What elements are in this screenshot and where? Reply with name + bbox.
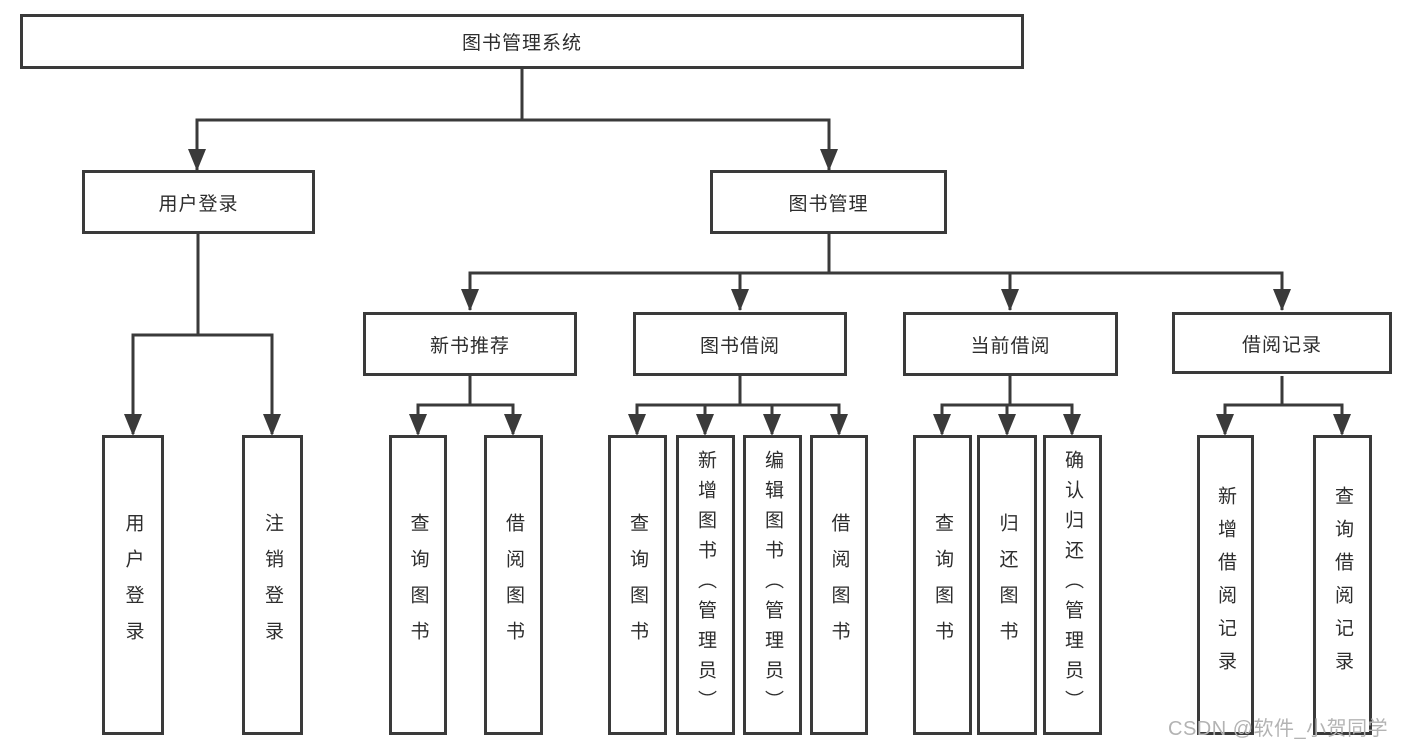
- leaf-newbook-borrow-books: 借阅图书: [484, 435, 543, 735]
- leaf-records-add-record: 新增借阅记录: [1197, 435, 1254, 735]
- node-current-borrowing: 当前借阅: [903, 312, 1118, 376]
- node-user-login: 用户登录: [82, 170, 315, 234]
- leaf-current-query-books: 查询图书: [913, 435, 972, 735]
- node-label: 编辑图书（管理员）: [762, 450, 783, 720]
- node-new-book-recommend: 新书推荐: [363, 312, 577, 376]
- node-root-library-system: 图书管理系统: [20, 14, 1024, 69]
- arrowheads: [124, 149, 1351, 436]
- node-label: 图书管理: [788, 193, 869, 215]
- leaf-newbook-query-books: 查询图书: [389, 435, 447, 735]
- node-borrow-records: 借阅记录: [1172, 312, 1392, 374]
- node-label: 图书管理系统: [461, 33, 582, 54]
- node-label: 借阅图书: [503, 513, 524, 657]
- node-label: 用户登录: [122, 513, 144, 657]
- node-label: 归还图书: [996, 513, 1018, 657]
- node-label: 新书推荐: [429, 335, 510, 357]
- node-label: 查询图书: [407, 513, 429, 657]
- node-label: 图书借阅: [699, 335, 780, 357]
- leaf-records-query-record: 查询借阅记录: [1313, 435, 1372, 735]
- leaf-borrowing-borrow-books: 借阅图书: [810, 435, 868, 735]
- node-label: 新增图书（管理员）: [695, 450, 716, 720]
- node-label: 确认归还（管理员）: [1062, 450, 1083, 720]
- node-label: 查询图书: [627, 513, 648, 657]
- leaf-user-login: 用户登录: [102, 435, 164, 735]
- node-book-borrowing: 图书借阅: [633, 312, 847, 376]
- csdn-watermark: CSDN @软件_小贺同学: [1168, 718, 1389, 740]
- leaf-current-return-books: 归还图书: [977, 435, 1037, 735]
- leaf-borrowing-add-books-admin: 新增图书（管理员）: [676, 435, 735, 735]
- node-label: 当前借阅: [970, 335, 1051, 357]
- leaf-borrowing-query-books: 查询图书: [608, 435, 667, 735]
- leaf-logout-login: 注销登录: [242, 435, 303, 735]
- node-book-management: 图书管理: [710, 170, 947, 234]
- node-label: 查询借阅记录: [1332, 486, 1353, 684]
- node-label: 借阅记录: [1241, 334, 1322, 356]
- leaf-current-confirm-return-admin: 确认归还（管理员）: [1043, 435, 1102, 735]
- node-label: 查询图书: [932, 513, 953, 657]
- leaf-borrowing-edit-books-admin: 编辑图书（管理员）: [743, 435, 802, 735]
- node-label: 新增借阅记录: [1215, 486, 1236, 684]
- node-label: 注销登录: [262, 513, 283, 657]
- node-label: 借阅图书: [828, 513, 850, 657]
- node-label: 用户登录: [158, 193, 239, 215]
